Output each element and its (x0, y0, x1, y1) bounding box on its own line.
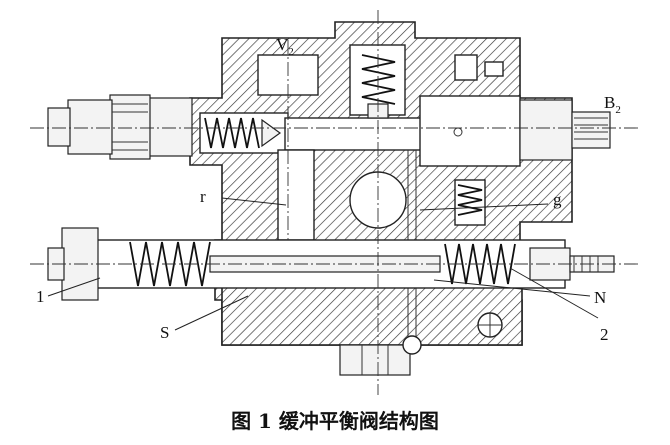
top-spring (361, 54, 396, 105)
leader-1 (47, 277, 101, 297)
lower-left-spring (129, 241, 211, 287)
label-b2: B2 (604, 93, 621, 116)
left-check-poppet (261, 118, 282, 148)
label-v2-sub: 2 (288, 46, 294, 58)
leader-2 (509, 267, 599, 319)
figure-caption: 图 1 缓冲平衡阀结构图 (231, 409, 439, 433)
label-n: N (594, 288, 606, 307)
left-check-spring (204, 117, 260, 149)
leader-n (433, 279, 591, 297)
leader-s (174, 295, 249, 331)
label-g: g (553, 190, 562, 209)
label-s: S (160, 323, 169, 342)
label-2: 2 (600, 325, 609, 344)
right-cartridge (453, 99, 611, 161)
leader-r (221, 197, 287, 206)
label-r: r (200, 187, 206, 206)
label-1: 1 (36, 287, 45, 306)
label-b2-sub: 2 (615, 104, 621, 116)
g-spring (457, 184, 483, 216)
plug-symbol (477, 312, 503, 338)
left-cartridge (47, 94, 193, 160)
leader-g (419, 203, 549, 211)
lower-right-spring (444, 243, 516, 285)
bottom-nut (339, 335, 422, 376)
label-v2: V2 (276, 35, 294, 58)
